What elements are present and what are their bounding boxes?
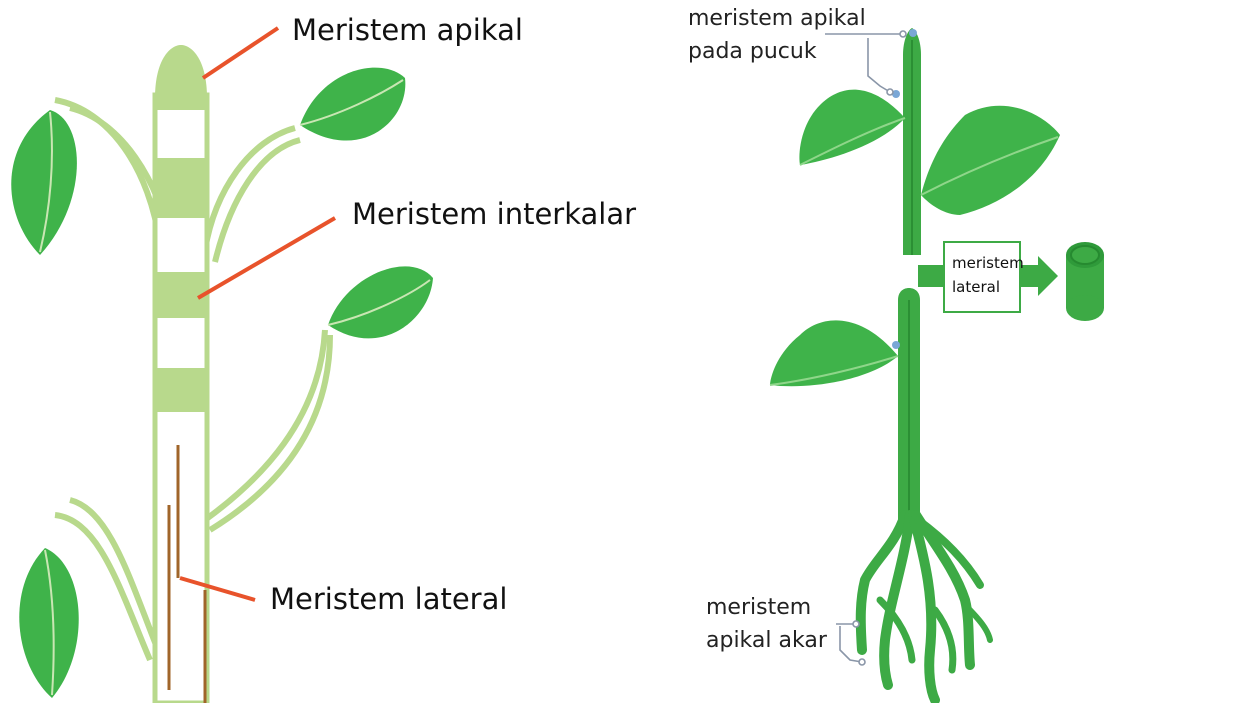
lower-axillary-bud	[892, 341, 900, 349]
right-leaf-lower-left	[769, 320, 899, 387]
pointer-lateral	[179, 576, 256, 602]
shoot-tip-bud	[909, 29, 917, 37]
left-plant: Meristem apikal Meristem interkalar Meri…	[11, 13, 636, 703]
left-stem	[152, 45, 210, 703]
right-leaf-upper-left	[799, 89, 906, 166]
left-leaf-top-right	[299, 67, 406, 141]
label-meristem-akar-1: meristem	[706, 595, 811, 620]
right-leaf-upper-right	[920, 105, 1060, 215]
right-lower-stem	[898, 288, 920, 520]
left-leaf-mid-right	[327, 266, 433, 339]
shoot-axillary-bud	[892, 90, 900, 98]
pointer-intercalary	[196, 216, 337, 300]
right-roots	[855, 510, 993, 703]
callout-root-apical	[836, 620, 866, 666]
label-meristem-apikal: Meristem apikal	[292, 13, 523, 47]
label-meristem-apikal-pucuk-2: pada pucuk	[688, 39, 817, 64]
lateral-arrow	[918, 256, 1058, 296]
lateral-box	[943, 241, 1021, 313]
label-meristem-apikal-pucuk-1: meristem apikal	[688, 6, 866, 31]
callout-shoot-apical	[825, 30, 907, 96]
label-meristem-interkalar: Meristem interkalar	[352, 197, 636, 231]
right-plant: meristem apikal pada pucuk	[688, 6, 1104, 703]
right-upper-stem	[903, 28, 921, 255]
pointer-apical	[201, 26, 280, 80]
label-meristem-lateral-right-1: meristem	[952, 254, 1024, 272]
left-leaf-bottom-left	[19, 548, 79, 698]
left-leaf-top-left	[11, 110, 77, 255]
label-meristem-lateral-right-2: lateral	[952, 278, 1000, 296]
stem-cylinder	[1066, 242, 1104, 321]
label-meristem-lateral: Meristem lateral	[270, 582, 507, 616]
label-meristem-akar-2: apikal akar	[706, 628, 828, 653]
